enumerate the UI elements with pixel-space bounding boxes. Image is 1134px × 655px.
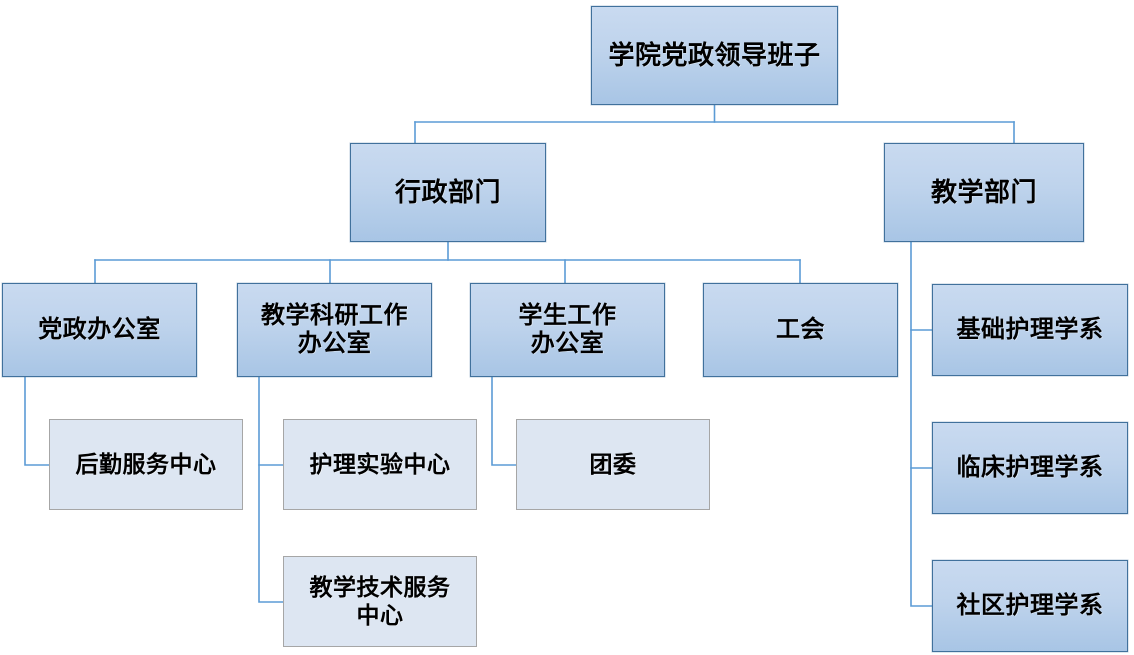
- node-community-nursing-dept[interactable]: 社区护理学系: [932, 560, 1128, 652]
- node-student-office[interactable]: 学生工作 办公室: [470, 283, 665, 377]
- connector-research-spine: [258, 376, 284, 603]
- node-label-nursing-lab-center: 护理实验中心: [309, 450, 451, 477]
- node-party-office[interactable]: 党政办公室: [2, 283, 197, 377]
- node-label-community-nursing-dept: 社区护理学系: [956, 591, 1104, 619]
- node-root[interactable]: 学院党政领导班子: [591, 6, 838, 105]
- node-logistics-center[interactable]: 后勤服务中心: [49, 419, 243, 510]
- node-label-union: 工会: [776, 315, 825, 343]
- connector-party-to-logistics: [24, 376, 50, 466]
- node-teaching-tech-center[interactable]: 教学技术服务 中心: [283, 556, 477, 647]
- node-label-party-office: 党政办公室: [38, 315, 161, 343]
- node-research-office[interactable]: 教学科研工作 办公室: [237, 283, 432, 377]
- node-basic-nursing-dept[interactable]: 基础护理学系: [932, 284, 1128, 376]
- node-label-clinical-nursing-dept: 临床护理学系: [956, 453, 1104, 481]
- node-label-basic-nursing-dept: 基础护理学系: [956, 315, 1104, 343]
- connector-student-to-league: [491, 376, 517, 466]
- node-label-research-office: 教学科研工作 办公室: [261, 301, 408, 357]
- node-union[interactable]: 工会: [703, 283, 898, 377]
- node-label-teaching-tech-center: 教学技术服务 中心: [309, 574, 451, 628]
- node-clinical-nursing-dept[interactable]: 临床护理学系: [932, 422, 1128, 514]
- node-label-student-office: 学生工作 办公室: [518, 301, 617, 357]
- node-label-youth-league: 团委: [589, 450, 637, 477]
- node-label-admin: 行政部门: [394, 177, 501, 208]
- node-label-logistics-center: 后勤服务中心: [75, 450, 217, 477]
- node-label-root: 学院党政领导班子: [608, 40, 821, 71]
- node-teaching[interactable]: 教学部门: [884, 143, 1084, 242]
- node-admin[interactable]: 行政部门: [350, 143, 546, 242]
- connector-teaching-spine: [910, 241, 933, 607]
- node-youth-league[interactable]: 团委: [516, 419, 710, 510]
- node-nursing-lab-center[interactable]: 护理实验中心: [283, 419, 477, 510]
- node-label-teaching: 教学部门: [930, 177, 1037, 208]
